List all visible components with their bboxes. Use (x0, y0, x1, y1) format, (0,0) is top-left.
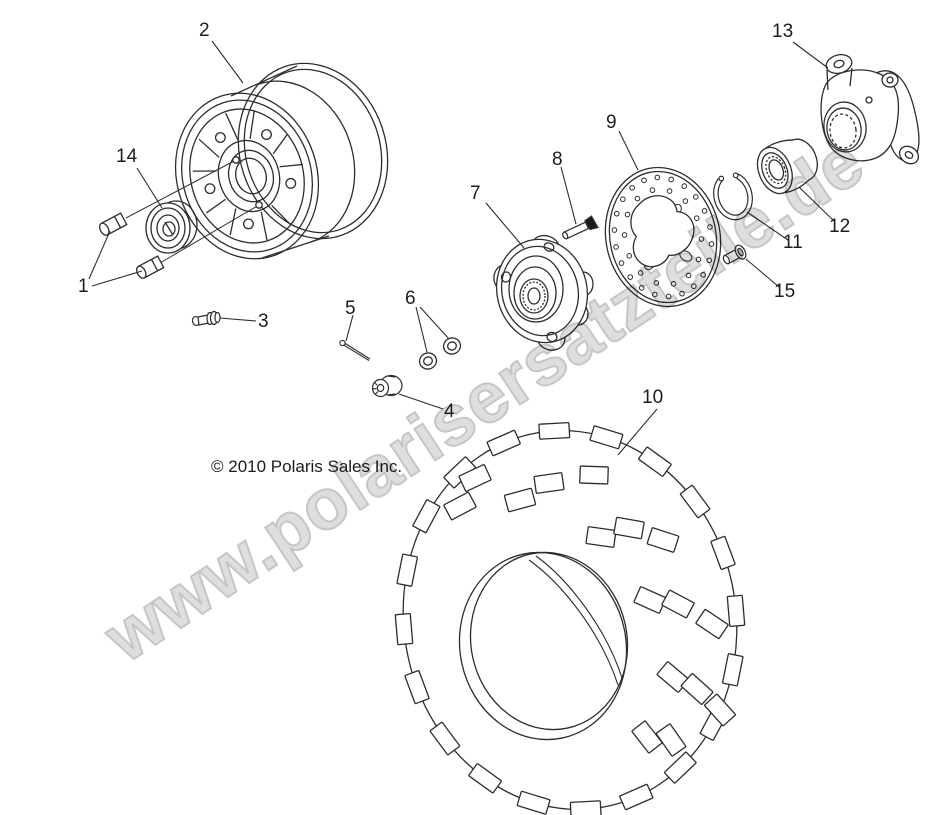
callout-5: 5 (345, 298, 356, 319)
callout-1: 1 (78, 276, 89, 297)
callout-4: 4 (444, 401, 455, 422)
callout-15: 15 (774, 281, 796, 302)
callout-13: 13 (772, 21, 794, 42)
tire-drawing (394, 422, 746, 815)
steering-knuckle-drawing (820, 54, 920, 165)
callout-11: 11 (783, 232, 803, 253)
wheel-stud-drawing (98, 212, 165, 279)
castle-nut-drawing (371, 374, 403, 398)
callout-9: 9 (606, 112, 617, 133)
bearing-drawing (756, 138, 818, 195)
snap-ring-drawing (712, 172, 754, 221)
valve-stem-drawing (191, 310, 221, 327)
callout-10: 10 (642, 387, 664, 408)
disc-screw-drawing (722, 244, 747, 265)
callout-2: 2 (199, 20, 210, 41)
callout-6: 6 (405, 288, 416, 309)
cotter-pin-drawing (339, 339, 371, 361)
front-hub-drawing (493, 234, 594, 351)
washer-drawing (418, 337, 462, 370)
wheel-rim-drawing (125, 62, 389, 264)
hub-cap-drawing (145, 200, 198, 254)
copyright-text: © 2010 Polaris Sales Inc. (211, 457, 403, 476)
hub-bolt-drawing (562, 215, 599, 240)
callout-14: 14 (116, 146, 138, 167)
callout-12: 12 (829, 216, 851, 237)
callout-8: 8 (552, 149, 563, 170)
brake-disc-drawing (604, 166, 722, 308)
leader-lines (88, 40, 836, 456)
callout-7: 7 (470, 183, 481, 204)
callout-3: 3 (258, 311, 269, 332)
